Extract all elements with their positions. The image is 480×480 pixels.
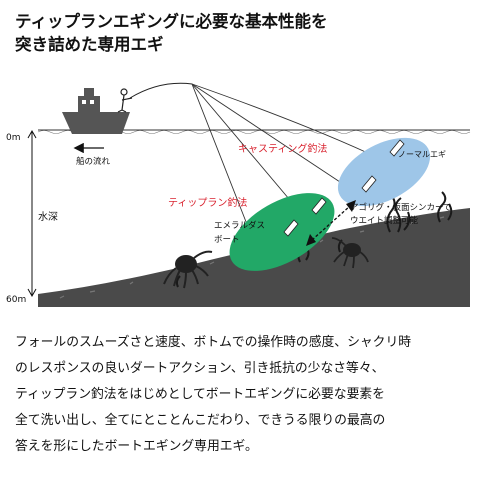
depth-top-label: 0m <box>6 133 21 143</box>
casting-label: キャスティング釣法 <box>238 142 327 155</box>
description-line-2: のレスポンスの良いダートアクション、引き抵抗の少なさ等々、 <box>15 361 385 376</box>
title-line-2: 突き詰めた専用エギ <box>15 35 164 54</box>
description-line-3: ティップラン釣法をはじめとしてボートエギングに必要な要素を <box>15 387 385 402</box>
emerald-boat-label-2: ボート <box>214 235 240 245</box>
seaweed <box>175 191 453 288</box>
weight-adjust-arrowhead-up <box>346 200 356 212</box>
fishing-rod <box>129 82 193 99</box>
tiprun-ellipse <box>229 193 335 271</box>
normal-egi-label: ノーマルエギ <box>398 150 446 159</box>
fishing-lines <box>191 83 371 233</box>
angler-icon <box>117 88 133 113</box>
depth-label: 水深 <box>38 211 58 223</box>
page-title: ティップランエギングに必要な基本性能を 突き詰めた専用エギ <box>15 10 475 56</box>
squid-icon-right <box>331 237 369 269</box>
emerald-boat-lure <box>283 197 327 237</box>
depth-bottom-label: 60m <box>6 295 26 305</box>
casting-ellipse <box>337 137 431 207</box>
description: フォールのスムーズさと速度、ボトムでの操作時の感度、シャクリ時 のレスポンスの良… <box>15 330 470 460</box>
depth-axis-top-arrow <box>27 129 37 139</box>
description-line-4: 全て洗い出し、全てにとことんこだわり、できうる限りの最高の <box>15 413 386 428</box>
depth-axis-bottom-arrow <box>27 288 37 298</box>
description-line-1: フォールのスムーズさと速度、ボトムでの操作時の感度、シャクリ時 <box>15 335 412 350</box>
weight-adjust-arrow <box>311 205 351 241</box>
sinker-label-1: アゴリグ・仮面シンカーで <box>350 202 452 213</box>
weight-adjust-arrowhead-down <box>306 234 316 246</box>
tiprun-label: ティップラン釣法 <box>168 196 247 209</box>
boat-drift-label: 船の流れ <box>76 156 111 167</box>
sinker-label-2: ウエイト調整可能 <box>350 215 419 226</box>
boat <box>62 88 130 134</box>
fishing-diagram: 0m 60m 水深 船の流れ キャスティング釣法 ノーマルエギ ティップラン釣法… <box>6 82 471 307</box>
description-line-5: 答えを形にしたボートエギング専用エギ。 <box>15 439 258 454</box>
title-line-1: ティップランエギングに必要な基本性能を <box>15 12 328 31</box>
squid-icon-left <box>163 250 213 289</box>
normal-egi-lure <box>361 139 405 193</box>
emerald-boat-label-1: エメラルダス <box>214 220 265 231</box>
